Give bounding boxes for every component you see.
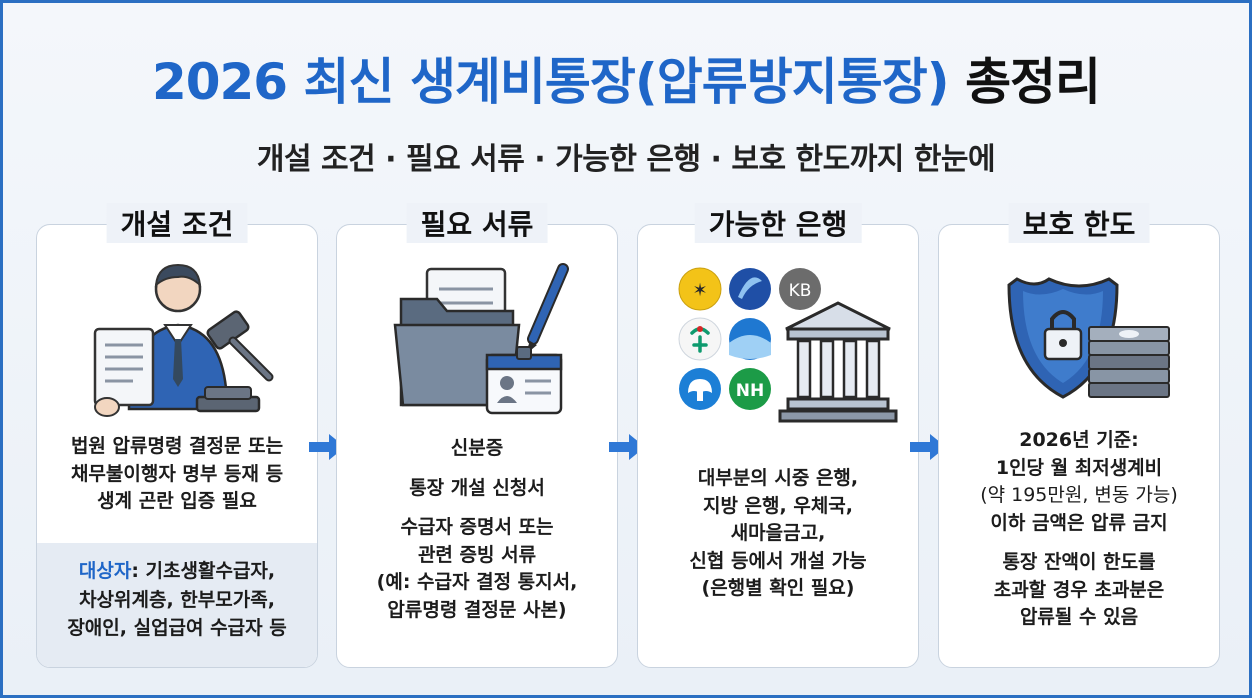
limit-line: 통장 잔액이 한도를 [1002, 551, 1156, 574]
bank-logo-kb-icon [779, 268, 821, 310]
kb-logo-text: KB [789, 281, 812, 301]
bank-logo-nh-icon [729, 368, 771, 410]
card-protection-limit: 보호 한도 2026년 기준: 1인당 월 최저생계비 (약 195만원, 변동… [938, 203, 1220, 668]
card-heading: 개설 조건 [106, 203, 248, 243]
card-available-banks: 가능한 은행 ✶ KB [637, 203, 919, 668]
bank-logo-swirl-icon [729, 268, 771, 310]
condition-line: 생계 곤란 입증 필요 [97, 490, 257, 513]
target-line: 장애인, 실업급여 수급자 등 [67, 617, 287, 639]
bank-logo-star-icon: ✶ [678, 267, 722, 311]
arrow-right-icon [609, 434, 645, 460]
bank-logo-wave-icon [729, 318, 771, 360]
target-line: : 기초생활수급자, [131, 560, 276, 582]
limit-line: 압류될 수 있음 [1019, 606, 1139, 629]
document-line: 관련 증빙 서류 [417, 543, 537, 566]
arrow-right-icon [910, 434, 946, 460]
bank-line: 지방 은행, 우체국, [702, 494, 854, 517]
nh-logo-text: NH [736, 381, 764, 401]
document-line: 수급자 증명서 또는 [400, 516, 554, 539]
documents-folder-id-card-icon [337, 259, 617, 439]
bank-line: 대부분의 시중 은행, [697, 467, 859, 489]
bank-line: (은행별 확인 필요) [701, 577, 855, 600]
bank-logos-and-building: ✶ KB NH [638, 259, 918, 439]
banks-text: 대부분의 시중 은행, 지방 은행, 우체국, 새마을금고, 신협 등에서 개설… [648, 465, 908, 603]
document-line: 신분증 [450, 437, 504, 459]
shield-lock-money-icon [939, 259, 1219, 439]
document-line: 통장 개설 신청서 [409, 476, 545, 499]
protection-text: 2026년 기준: 1인당 월 최저생계비 (약 195만원, 변동 가능) 이… [949, 427, 1209, 632]
limit-line: (약 195만원, 변동 가능) [980, 484, 1178, 507]
document-line: 압류명령 결정문 사본) [387, 598, 567, 621]
card-heading: 보호 한도 [1008, 203, 1150, 243]
limit-line: 1인당 월 최저생계비 [995, 456, 1163, 479]
document-line: (예: 수급자 결정 통지서, [376, 571, 578, 594]
title-tail: 총정리 [965, 53, 1101, 111]
bank-building-icon [778, 301, 898, 423]
documents-text: 신분증 통장 개설 신청서 수급자 증명서 또는 관련 증빙 서류 (예: 수급… [347, 435, 607, 624]
target-line: 차상위계층, 한부모가족, [79, 588, 275, 611]
target-recipients-box: 대상자: 기초생활수급자, 차상위계층, 한부모가족, 장애인, 실업급여 수급… [37, 543, 317, 667]
card-heading: 필요 서류 [406, 203, 548, 243]
card-heading: 가능한 은행 [694, 203, 862, 243]
conditions-text: 법원 압류명령 결정문 또는 채무불이행자 명부 등재 등 생계 곤란 입증 필… [47, 433, 307, 516]
card-opening-conditions: 개설 조건 법원 압류명령 결정문 또는 채무불이행자 명부 등재 등 [36, 203, 318, 668]
bank-logo-cloud-icon [679, 368, 721, 410]
judge-with-gavel-icon [37, 259, 317, 439]
condition-line: 법원 압류명령 결정문 또는 [70, 435, 284, 457]
card-required-documents: 필요 서류 신분증 통장 개설 신청서 수급자 증명서 또는 [336, 203, 618, 668]
limit-line: 초과할 경우 초과분은 [993, 578, 1165, 601]
page-title: 2026 최신 생계비통장(압류방지통장) 총정리 [0, 42, 1252, 114]
bank-line: 신협 등에서 개설 가능 [689, 549, 867, 572]
limit-line: 2026년 기준: [1019, 429, 1139, 451]
condition-line: 채무불이행자 명부 등재 등 [70, 462, 284, 485]
page-subtitle: 개설 조건 · 필요 서류 · 가능한 은행 · 보호 한도까지 한눈에 [256, 142, 996, 177]
title-year: 2026 최신 [151, 53, 395, 111]
limit-line: 이하 금액은 압류 금지 [990, 511, 1168, 534]
svg-text:✶: ✶ [692, 280, 707, 301]
title-highlight: 생계비통장(압류방지통장) [409, 53, 950, 111]
target-label: 대상자 [78, 560, 132, 582]
bank-line: 새마을금고, [730, 522, 826, 545]
